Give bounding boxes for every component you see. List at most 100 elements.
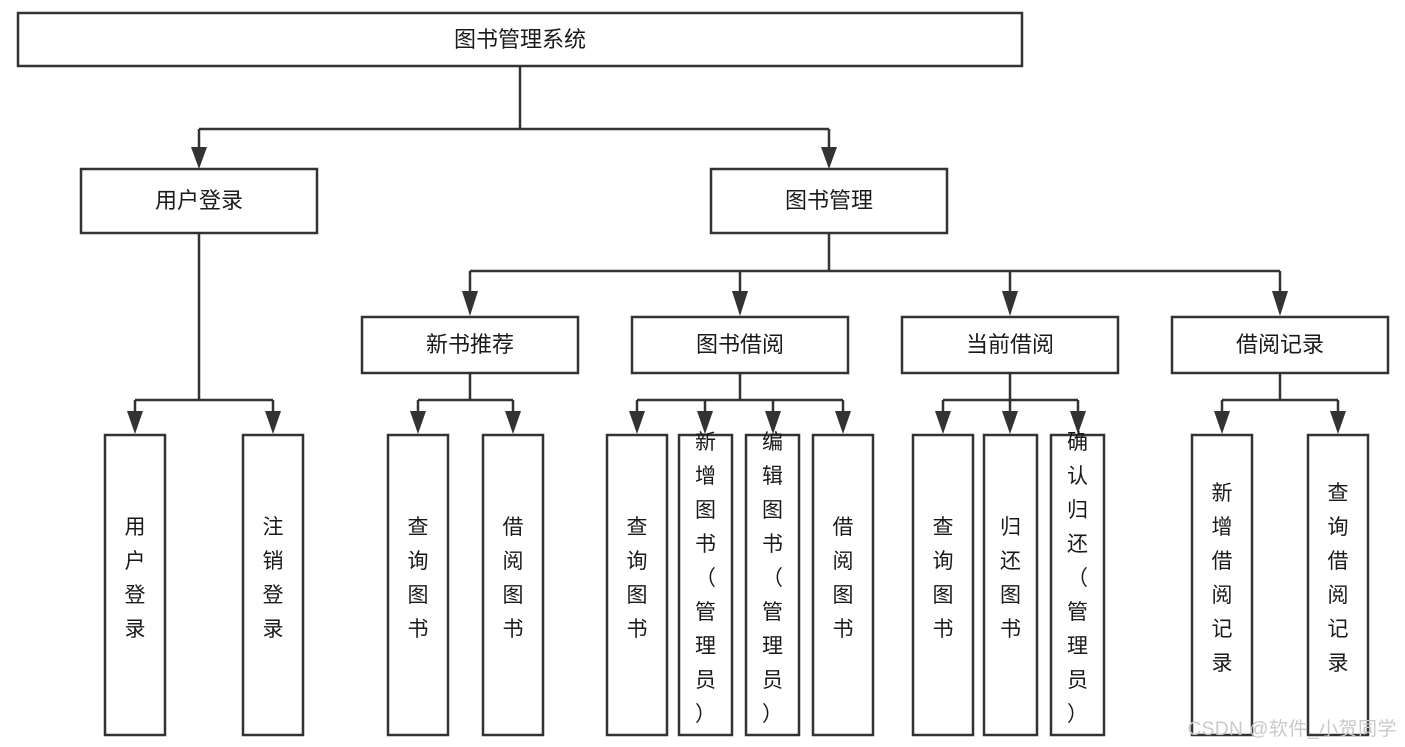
- arrow-head-leaf-query-book-3: [935, 411, 951, 434]
- leaf-label-char: 询: [408, 550, 429, 573]
- leaf-label-char: 书: [1000, 618, 1021, 641]
- node-current-borrow-box[interactable]: [900, 315, 1120, 375]
- leaf-label-char: 录: [263, 618, 284, 641]
- leaf-label-char: 书: [408, 618, 429, 641]
- leaf-label-char: 理: [1067, 635, 1088, 658]
- connectors-book-borrow-to-leaves: [629, 373, 851, 434]
- leaf-label-char: 图: [933, 584, 954, 607]
- node-new-book-recommend[interactable]: 新书推荐: [360, 315, 580, 375]
- node-book-management[interactable]: 图书管理: [709, 167, 949, 235]
- leaf-label-char: 编: [762, 431, 783, 454]
- leaf-label-char: 归: [1067, 499, 1088, 522]
- node-book-management-box[interactable]: [709, 167, 949, 235]
- node-leaf-return-book[interactable]: [982, 433, 1039, 737]
- leaf-label-char: 书: [933, 618, 954, 641]
- node-leaf-query-record-box[interactable]: [1306, 433, 1370, 737]
- leaf-label-char: 员: [762, 669, 783, 692]
- leaf-label-char: 查: [1328, 482, 1349, 505]
- node-root-box[interactable]: [16, 11, 1024, 68]
- leaf-label-char: 增: [695, 465, 716, 488]
- node-leaf-edit-book-box[interactable]: [744, 433, 801, 737]
- leaf-label-char: 记: [1212, 618, 1233, 641]
- node-leaf-query-record[interactable]: [1306, 433, 1370, 737]
- arrow-head-leaf-borrow-book-2: [835, 411, 851, 434]
- leaf-label-char: 图: [503, 584, 524, 607]
- node-book-borrow[interactable]: 图书借阅: [630, 315, 850, 375]
- connectors-book-management-to-level2: [462, 233, 1288, 316]
- arrow-head-leaf-borrow-book-1: [505, 411, 521, 434]
- leaf-label-char: 员: [1067, 669, 1088, 692]
- node-book-borrow-box[interactable]: [630, 315, 850, 375]
- leaf-label-char: 阅: [1212, 584, 1233, 607]
- leaf-label-char: 图: [833, 584, 854, 607]
- node-leaf-edit-book[interactable]: [744, 433, 801, 737]
- node-user-login[interactable]: 用户登录: [79, 167, 319, 235]
- leaf-label-char: 图: [627, 584, 648, 607]
- node-leaf-add-book[interactable]: [677, 433, 734, 737]
- node-leaf-confirm-return-box[interactable]: [1049, 433, 1106, 737]
- arrow-head-leaf-query-record: [1330, 411, 1346, 434]
- arrow-head-borrow-record: [1272, 291, 1288, 316]
- node-root[interactable]: 图书管理系统: [16, 11, 1024, 68]
- leaf-label-char: 阅: [1328, 584, 1349, 607]
- leaf-label-char: 查: [627, 516, 648, 539]
- node-leaf-borrow-book-2[interactable]: [811, 433, 875, 737]
- arrow-head-book-management: [821, 147, 837, 169]
- leaf-label-char: 记: [1328, 618, 1349, 641]
- node-leaf-query-book-2[interactable]: [605, 433, 669, 737]
- node-leaf-query-book-2-box[interactable]: [605, 433, 669, 737]
- node-leaf-user-login-box[interactable]: [103, 433, 167, 737]
- leaf-label-char: ）: [762, 703, 783, 726]
- node-current-borrow[interactable]: 当前借阅: [900, 315, 1120, 375]
- node-borrow-record-box[interactable]: [1170, 315, 1390, 375]
- node-leaf-borrow-book-2-box[interactable]: [811, 433, 875, 737]
- leaf-label-char: 认: [1067, 465, 1088, 488]
- leaf-label-char: 新: [1212, 482, 1233, 505]
- node-leaf-logout-login[interactable]: [241, 433, 305, 737]
- leaf-label-char: 录: [1212, 652, 1233, 675]
- node-new-book-recommend-box[interactable]: [360, 315, 580, 375]
- leaf-label-char: 注: [263, 516, 284, 539]
- node-leaf-borrow-book-1[interactable]: [481, 433, 545, 737]
- leaf-label-char: 录: [125, 618, 146, 641]
- node-leaf-user-login[interactable]: [103, 433, 167, 737]
- leaf-label-char: （: [762, 567, 783, 590]
- arrow-head-leaf-confirm-return: [1070, 411, 1086, 434]
- node-leaf-query-book-3[interactable]: [911, 433, 975, 737]
- connectors-borrow-record-to-leaves: [1214, 373, 1346, 434]
- leaf-label-char: 户: [125, 550, 146, 573]
- leaf-label-char: 借: [833, 516, 854, 539]
- leaf-label-char: 图: [408, 584, 429, 607]
- node-leaf-query-book-3-box[interactable]: [911, 433, 975, 737]
- leaf-label-char: 阅: [503, 550, 524, 573]
- node-user-login-box[interactable]: [79, 167, 319, 235]
- node-leaf-logout-login-box[interactable]: [241, 433, 305, 737]
- node-new-book-recommend-label: 新书推荐: [426, 332, 514, 357]
- node-leaf-add-record[interactable]: [1190, 433, 1254, 737]
- leaf-label-char: 登: [125, 584, 146, 607]
- leaf-label-char: 阅: [833, 550, 854, 573]
- node-book-borrow-label: 图书借阅: [696, 332, 784, 357]
- leaf-label-char: 借: [1212, 550, 1233, 573]
- watermark-text: CSDN @软件_小贺同学: [1187, 719, 1397, 740]
- leaf-label-char: 还: [1000, 550, 1021, 573]
- arrow-head-leaf-edit-book: [765, 411, 781, 434]
- leaf-label-char: ）: [1067, 703, 1088, 726]
- connectors-root-to-level1: [191, 66, 837, 169]
- node-leaf-add-record-box[interactable]: [1190, 433, 1254, 737]
- node-leaf-return-book-box[interactable]: [982, 433, 1039, 737]
- node-leaf-query-book-1-box[interactable]: [386, 433, 450, 737]
- node-leaf-query-book-1[interactable]: [386, 433, 450, 737]
- node-leaf-borrow-book-1-box[interactable]: [481, 433, 545, 737]
- node-leaf-confirm-return[interactable]: [1049, 433, 1106, 737]
- node-borrow-record[interactable]: 借阅记录: [1170, 315, 1390, 375]
- node-user-login-label: 用户登录: [155, 188, 243, 213]
- leaf-label-char: 登: [263, 584, 284, 607]
- leaf-label-char: 销: [263, 550, 284, 573]
- node-leaf-add-book-box[interactable]: [677, 433, 734, 737]
